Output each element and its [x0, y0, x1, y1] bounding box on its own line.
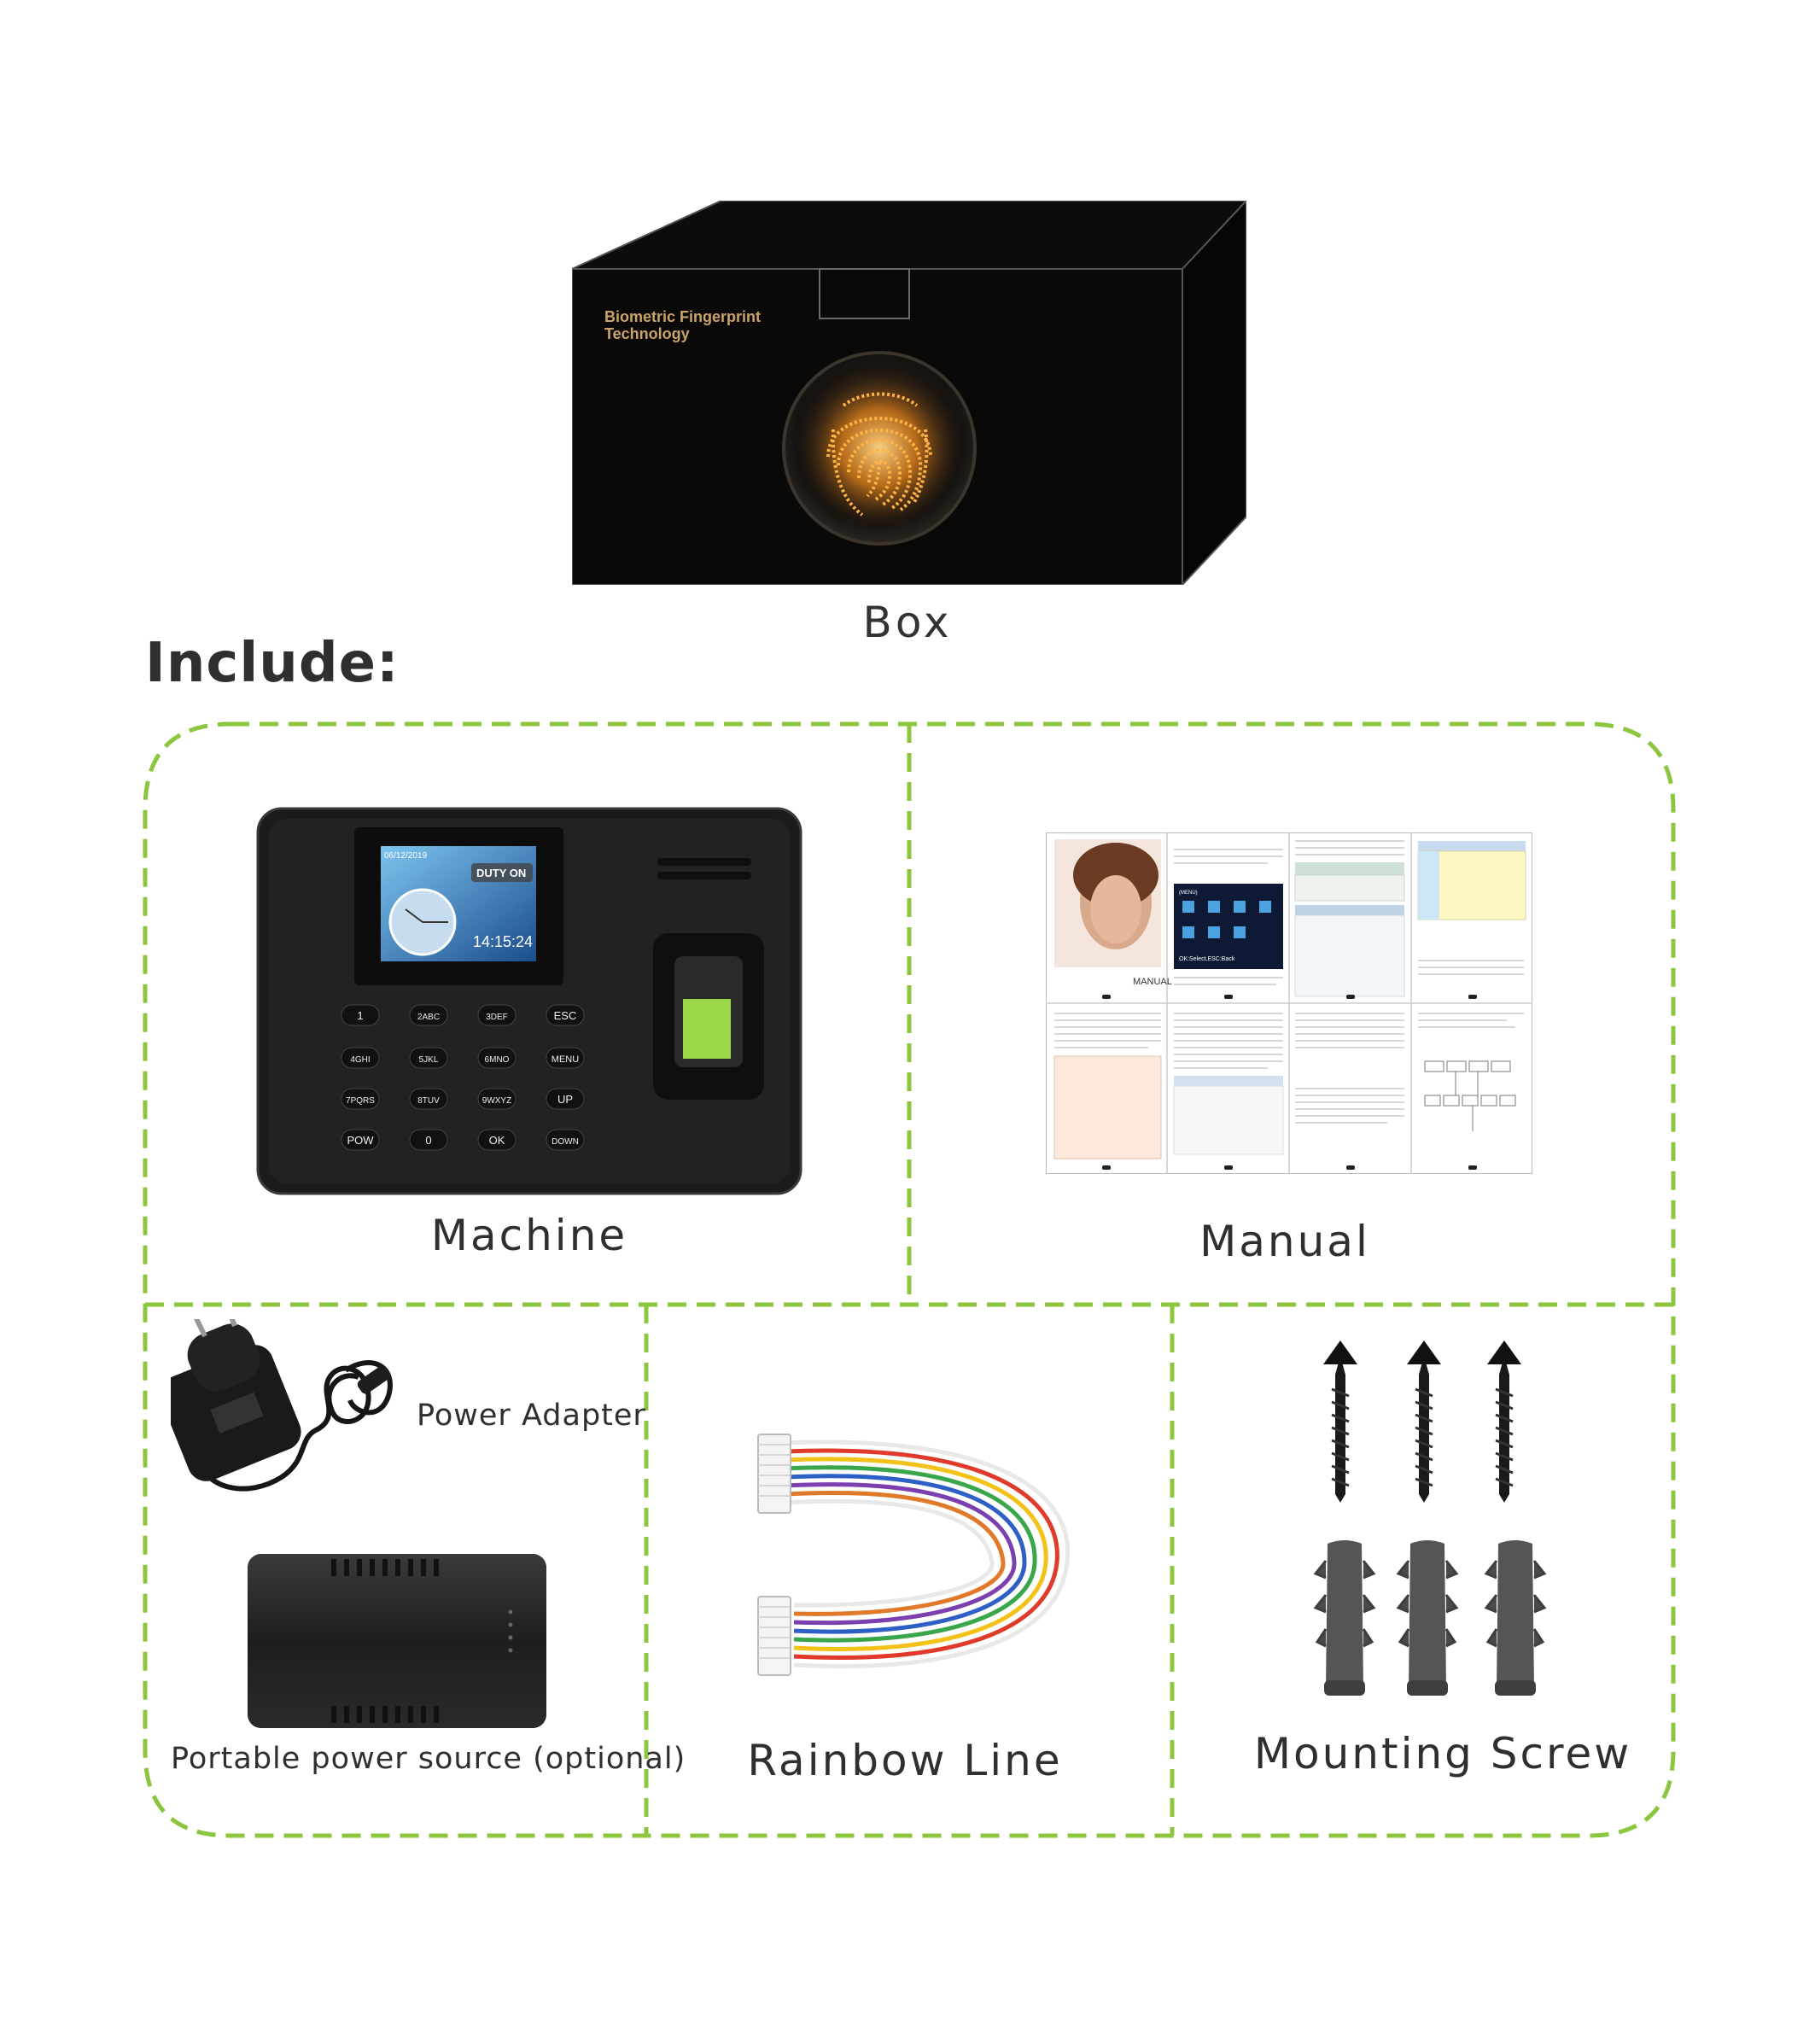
key-up: UP	[557, 1093, 573, 1106]
key-7: 7PQRS	[346, 1096, 375, 1106]
power-adapter-caption: Power Adapter	[417, 1399, 646, 1433]
rainbow-line-image	[757, 1434, 1071, 1676]
fingerprint-sensor-window	[683, 999, 731, 1059]
machine-caption: Machine	[430, 1211, 628, 1260]
screw-1	[1322, 1340, 1359, 1504]
wall-anchor-1	[1314, 1539, 1375, 1697]
key-esc: ESC	[554, 1009, 577, 1022]
key-6: 6MNO	[485, 1055, 510, 1065]
key-9: 9WXYZ	[482, 1096, 511, 1106]
manual-cover-title: MANUAL	[1133, 977, 1172, 987]
key-2: 2ABC	[417, 1013, 440, 1022]
key-1: 1	[357, 1009, 363, 1022]
attendance-machine-image: 06/12/2019 DUTY ON 14:15:24 1	[256, 807, 802, 1195]
manual-menu-title: (MENU)	[1179, 891, 1198, 896]
manual-menu-hint: OK:Select,ESC:Back	[1179, 956, 1235, 962]
screen-time: 14:15:24	[473, 933, 533, 950]
screw-2	[1405, 1340, 1443, 1504]
wall-anchor-2	[1397, 1539, 1458, 1697]
box-print-line1: Biometric Fingerprint	[604, 308, 761, 325]
key-4: 4GHI	[350, 1055, 370, 1065]
screw-3	[1485, 1340, 1523, 1504]
key-8: 8TUV	[417, 1096, 440, 1106]
key-pow: POW	[347, 1134, 374, 1147]
include-heading: Include:	[145, 632, 400, 695]
mounting-screws-image	[1314, 1340, 1546, 1697]
power-adapter-image	[171, 1319, 393, 1492]
wall-anchor-3	[1485, 1539, 1546, 1697]
key-ok: OK	[489, 1134, 505, 1147]
key-5: 5JKL	[419, 1055, 439, 1065]
key-0: 0	[425, 1134, 431, 1147]
key-down: DOWN	[552, 1137, 579, 1147]
key-3: 3DEF	[486, 1013, 508, 1022]
screen-status: DUTY ON	[476, 867, 526, 879]
connector-top	[757, 1434, 791, 1514]
fingerprint-icon	[826, 392, 932, 517]
mounting-screw-caption: Mounting Screw	[1253, 1729, 1632, 1778]
key-menu: MENU	[552, 1054, 579, 1065]
manual-image: MANUAL (MENU) OK:Select,ESC:Back	[1046, 832, 1532, 1174]
keypad	[341, 1004, 585, 1151]
product-box-image: Biometric Fingerprint Technology	[572, 201, 1246, 585]
box-print-line2: Technology	[604, 325, 690, 342]
box-caption: Box	[862, 598, 953, 647]
portable-power-caption: Portable power source (optional)	[171, 1742, 686, 1776]
connector-bottom	[757, 1596, 791, 1676]
manual-caption: Manual	[1199, 1217, 1370, 1266]
rainbow-line-caption: Rainbow Line	[747, 1736, 1063, 1785]
screen-date: 06/12/2019	[384, 851, 427, 861]
portable-power-image	[248, 1554, 546, 1728]
